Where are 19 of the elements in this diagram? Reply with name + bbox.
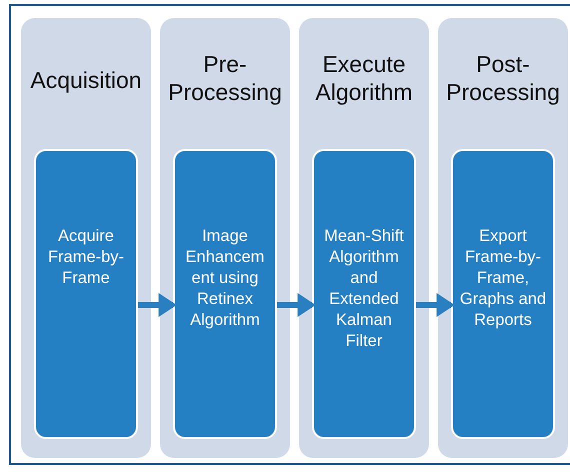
step-text: Acquire Frame-by-Frame (46, 226, 126, 289)
process-box (34, 149, 138, 439)
step-text: Image Enhancem ent using Retinex Algorithm (184, 226, 266, 331)
arrow (138, 293, 177, 317)
arrow (277, 293, 316, 317)
stage-heading: Execute Algorithm (314, 50, 414, 106)
process-box (173, 149, 277, 439)
arrow (416, 293, 455, 317)
process-box (451, 149, 555, 439)
stage-heading: Post-Processing (445, 50, 561, 106)
stage-panel (438, 18, 568, 458)
stage-panel (299, 18, 429, 458)
stage-panel (21, 18, 151, 458)
stage-panel (160, 18, 290, 458)
process-box (312, 149, 416, 439)
step-text: Mean-Shift Algorithm and Extended Kalman Filter (323, 226, 405, 352)
stage-heading: Acquisition (29, 66, 143, 94)
step-text: Export Frame-by-Frame, Graphs and Reports (458, 226, 548, 331)
stage-heading: Pre-Processing (167, 50, 283, 106)
